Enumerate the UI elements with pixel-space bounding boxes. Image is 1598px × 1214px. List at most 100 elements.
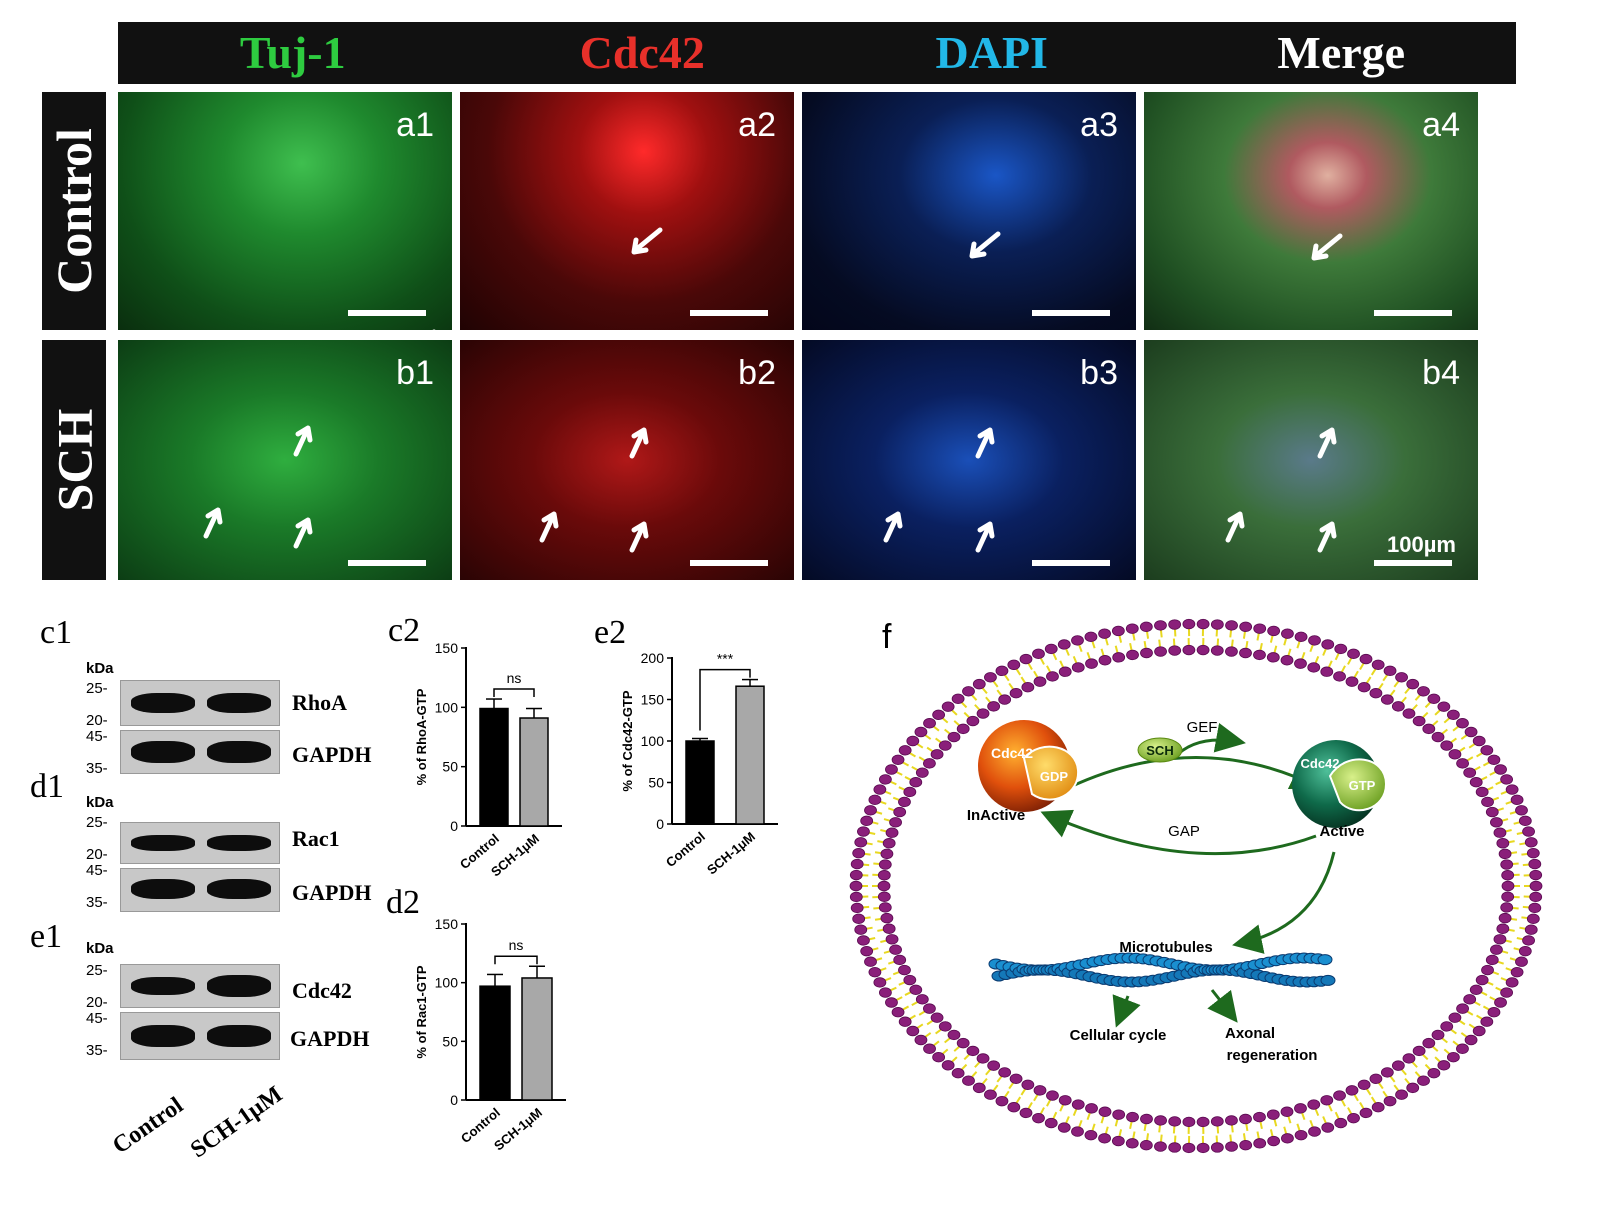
lipid-head: [1111, 625, 1125, 637]
lipid-head: [1422, 723, 1436, 735]
lipid-head: [1334, 643, 1348, 655]
arrow-icon: [631, 227, 663, 255]
panel-label-c1: c1: [40, 614, 73, 651]
row-label-control: Control: [46, 128, 102, 294]
mw-marker: 20-: [86, 712, 108, 729]
lipid-head: [1168, 1142, 1182, 1153]
blot-band: [131, 693, 195, 713]
lipid-head: [850, 858, 864, 870]
lipid-head: [1528, 858, 1542, 870]
arrow-icon: [293, 517, 313, 549]
lipid-head: [1333, 1090, 1346, 1101]
lipid-head: [1253, 649, 1266, 661]
panel-label-d2: d2: [386, 884, 420, 921]
panel-label-b1: b1: [396, 354, 434, 392]
lipid-head: [1084, 631, 1098, 643]
lipid-head: [882, 923, 896, 934]
lipid-head: [1196, 1142, 1210, 1154]
blot-band: [131, 977, 195, 995]
lipid-head: [1019, 653, 1033, 665]
lipid-head: [1463, 767, 1477, 778]
lipid-head: [1464, 726, 1478, 738]
column-label-tuj1: Tuj-1: [239, 27, 346, 78]
lipid-head: [1007, 659, 1021, 670]
lipid-head: [1500, 774, 1514, 785]
lipid-head: [1168, 645, 1182, 656]
lipid-head: [1480, 745, 1494, 756]
lipid-head: [1347, 648, 1360, 660]
tubulin-dimer: [1320, 974, 1336, 986]
lipid-head: [932, 709, 946, 721]
lipid-head: [1168, 1116, 1182, 1127]
lipid-head: [941, 1060, 955, 1071]
lipid-head: [1046, 1090, 1059, 1101]
lipid-head: [1359, 1107, 1373, 1119]
lipid-head: [1431, 1029, 1445, 1041]
lipid-head: [1281, 628, 1294, 639]
lipid-head: [898, 1016, 912, 1027]
lipid-head: [941, 701, 955, 712]
lipid-head: [860, 945, 874, 957]
mw-marker: 25-: [86, 962, 108, 979]
lipid-head: [1098, 628, 1111, 639]
lipid-head: [1472, 1025, 1486, 1037]
lipid-head: [1498, 848, 1512, 860]
lipid-head: [868, 794, 882, 806]
lipid-head: [877, 880, 891, 892]
y-tick-label: 0: [450, 818, 458, 834]
lipid-head: [962, 686, 975, 697]
lipid-head: [1019, 1107, 1033, 1119]
scale-bar: [1374, 310, 1452, 316]
lipid-head: [951, 693, 965, 705]
lipid-head: [1493, 827, 1507, 838]
lipid-head: [1522, 935, 1535, 946]
lipid-head: [1098, 1133, 1111, 1144]
blot-strip-gapdh: [120, 1012, 280, 1060]
lipid-head: [956, 723, 970, 735]
lipid-head: [885, 764, 898, 775]
kda-label: kDa: [86, 794, 114, 811]
lipid-head: [1071, 1099, 1085, 1110]
lipid-head: [1524, 924, 1538, 935]
lipid-head: [995, 665, 1009, 677]
lipid-head: [1182, 618, 1196, 630]
lipid-head: [1515, 805, 1528, 816]
column-label-cdc42: Cdc42: [579, 27, 705, 78]
lipid-head: [1140, 1113, 1153, 1125]
sch-label: SCH: [1146, 743, 1173, 758]
lipid-head: [1320, 666, 1334, 677]
lipid-head: [923, 758, 936, 769]
micrograph-b3: b3: [802, 340, 1136, 580]
lipid-head: [1357, 682, 1371, 693]
lipid-head: [893, 954, 907, 966]
lipid-head: [1044, 643, 1058, 655]
blot-band: [207, 741, 271, 763]
lipid-head: [976, 708, 990, 719]
gef-arrow: [1067, 756, 1322, 790]
lipid-head: [1253, 1138, 1267, 1149]
lipid-head: [1196, 618, 1210, 630]
lipid-head: [1417, 1075, 1430, 1086]
lipid-head: [966, 715, 980, 727]
arrow-icon: [203, 507, 223, 539]
mw-marker: 35-: [86, 1042, 108, 1059]
y-tick-label: 100: [435, 975, 459, 991]
lipid-head: [849, 891, 863, 903]
sch-molecule: [1137, 737, 1183, 763]
lipid-head: [1448, 749, 1462, 760]
lipid-head: [1294, 658, 1307, 669]
lipid-head: [857, 826, 870, 837]
lipid-head: [1518, 815, 1532, 827]
lipid-head: [923, 1003, 936, 1014]
lipid-head: [1391, 701, 1405, 712]
column-label-dapi: DAPI: [935, 27, 1048, 78]
lipid-head: [995, 1095, 1009, 1107]
lipid-head: [1529, 880, 1543, 892]
gap-arrow: [1040, 809, 1317, 856]
lipid-head: [1239, 621, 1253, 633]
lipid-head: [1446, 1051, 1460, 1063]
panel-label-a2: a2: [738, 106, 776, 144]
lipid-head: [1494, 997, 1507, 1008]
y-tick-label: 100: [641, 733, 665, 749]
